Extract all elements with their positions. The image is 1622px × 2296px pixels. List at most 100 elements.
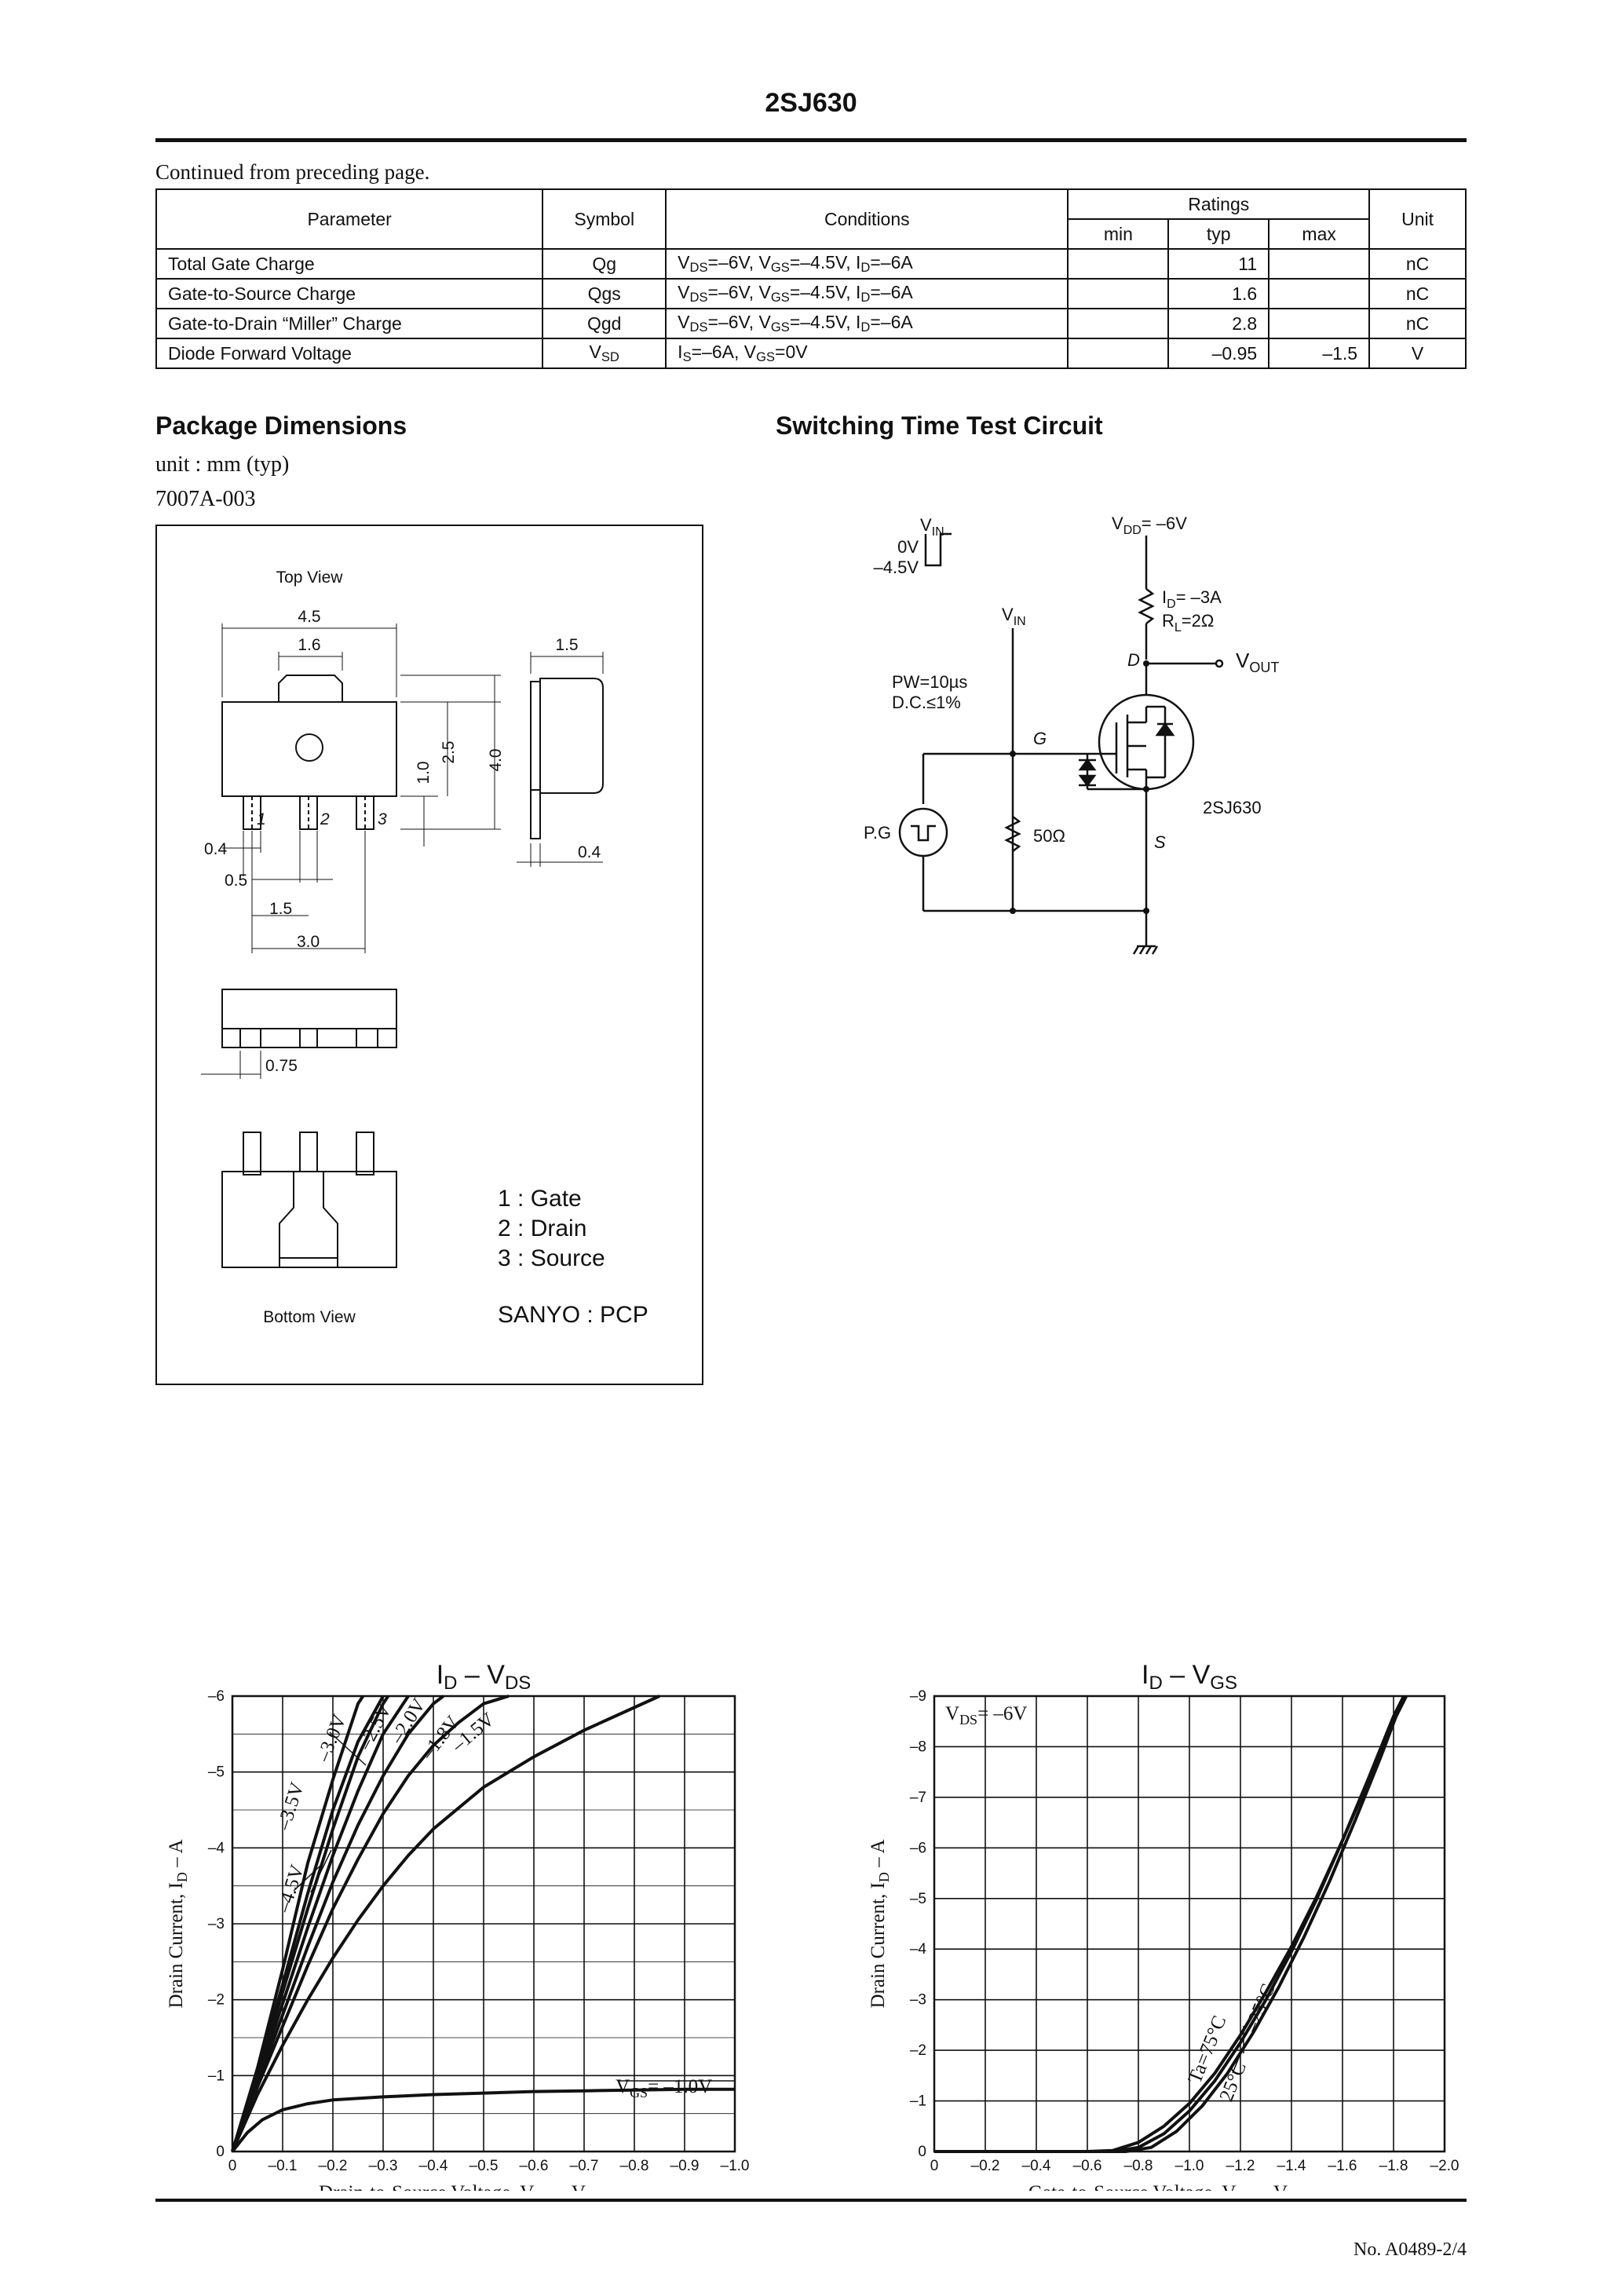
cell-typ: 11 xyxy=(1167,248,1270,280)
cell-unit: nC xyxy=(1368,248,1467,280)
x-tick-label: –1.8 xyxy=(1379,2158,1408,2174)
dim-0-4-side: 0.4 xyxy=(578,843,601,861)
leader-line xyxy=(1232,2046,1244,2074)
y-tick-label: –5 xyxy=(910,1891,926,1907)
x-tick-label: –0.4 xyxy=(419,2158,448,2174)
x-tick-label: –1.0 xyxy=(721,2158,750,2174)
vneg-label: –4.5V xyxy=(874,558,919,577)
pin-num-1: 1 xyxy=(257,810,266,828)
series-line-3 xyxy=(231,1695,410,2152)
x-tick-label: –0.5 xyxy=(469,2158,499,2174)
package-maker: SANYO : PCP xyxy=(498,1302,648,1328)
bottom-view-label: Bottom View xyxy=(263,1308,356,1326)
x-tick-label: –0.6 xyxy=(1073,2158,1102,2174)
x-tick-label: –1.2 xyxy=(1226,2158,1255,2174)
y-tick-label: 0 xyxy=(216,2144,225,2160)
x-tick-label: –1.4 xyxy=(1277,2158,1306,2174)
cell-min xyxy=(1067,338,1170,369)
svg-text:ID= –3A: ID= –3A xyxy=(1162,587,1222,611)
dim-1-6: 1.6 xyxy=(298,636,320,654)
series-line-0 xyxy=(934,1695,1408,2153)
switching-circuit-title: Switching Time Test Circuit xyxy=(776,411,1103,440)
svg-text:RL=2Ω: RL=2Ω xyxy=(1162,611,1214,634)
dim-3-0: 3.0 xyxy=(297,933,320,951)
switching-test-circuit: VIN 0V –4.5V VDD= –6V VIN ID= –3A RL=2Ω … xyxy=(864,514,1279,955)
cell-max: –1.5 xyxy=(1268,338,1371,369)
col-ratings: Ratings xyxy=(1067,188,1371,220)
source-label: S xyxy=(1154,832,1166,852)
package-code: 7007A-003 xyxy=(155,487,256,511)
series-line-7 xyxy=(231,2087,735,2153)
y-tick-label: 0 xyxy=(918,2144,926,2160)
electrical-characteristics-table: Parameter Symbol Conditions Ratings Unit… xyxy=(155,188,1467,369)
cell-unit: V xyxy=(1368,338,1467,369)
series-label: –25°C xyxy=(1240,1981,1279,2037)
x-tick-label: –0.8 xyxy=(620,2158,649,2174)
series-line-6 xyxy=(231,1695,660,2152)
chart-annotation: VDS= –6V xyxy=(945,1703,1027,1727)
header-rule xyxy=(155,138,1467,142)
pin-num-3: 3 xyxy=(378,810,387,828)
y-tick-label: –8 xyxy=(910,1738,926,1755)
svg-text:VOUT: VOUT xyxy=(1236,649,1279,675)
y-tick-label: –4 xyxy=(910,1941,927,1958)
series-line-2 xyxy=(934,1695,1405,2153)
svg-text:VIN: VIN xyxy=(1002,605,1026,628)
y-tick-label: –7 xyxy=(910,1790,926,1806)
cell-typ: 2.8 xyxy=(1167,308,1270,339)
cell-parameter: Total Gate Charge xyxy=(155,248,544,280)
x-tick-label: –0.6 xyxy=(520,2158,549,2174)
series-label: VGS= –1.0V xyxy=(616,2076,712,2100)
cell-conditions: IS=–6A, VGS=0V xyxy=(665,338,1069,369)
cell-min xyxy=(1067,248,1170,280)
cell-min xyxy=(1067,308,1170,339)
col-max: max xyxy=(1268,218,1371,250)
rl-resistor xyxy=(1138,588,1155,624)
ground-icon xyxy=(1132,945,1159,955)
footer-rule xyxy=(155,2199,1467,2202)
cell-parameter: Diode Forward Voltage xyxy=(155,338,544,369)
x-axis-label: Drain-to-Source Voltage, VDS – V xyxy=(319,2182,586,2191)
y-tick-label: –4 xyxy=(208,1840,225,1856)
cell-symbol: Qg xyxy=(542,248,667,280)
x-tick-label: 0 xyxy=(930,2158,939,2174)
series-line-2 xyxy=(231,1695,390,2152)
dim-0-4: 0.4 xyxy=(204,840,228,858)
package-drawing: Top View 4.5 1.6 1.5 2.5 4.0 1.0 0.4 0.5… xyxy=(155,525,703,1385)
cell-max xyxy=(1268,308,1371,339)
y-tick-label: –3 xyxy=(208,1916,225,1932)
continued-note: Continued from preceding page. xyxy=(155,160,430,184)
pin-source-label: 3 : Source xyxy=(498,1245,605,1271)
plot-frame xyxy=(933,1695,1446,2153)
drain-label: D xyxy=(1127,650,1140,670)
dim-1-0: 1.0 xyxy=(415,761,433,784)
r50-resistor xyxy=(1004,816,1021,852)
series-leader-lines xyxy=(1232,2026,1244,2074)
cell-unit: nC xyxy=(1368,308,1467,339)
series-line-5 xyxy=(231,1695,510,2152)
x-tick-label: –0.1 xyxy=(269,2158,298,2174)
cell-parameter: Gate-to-Source Charge xyxy=(155,278,544,309)
pin-num-2: 2 xyxy=(320,810,330,828)
dim-0-5: 0.5 xyxy=(225,872,247,890)
x-tick-label: –0.8 xyxy=(1124,2158,1153,2174)
top-view-label: Top View xyxy=(276,569,344,587)
x-tick-label: –0.3 xyxy=(369,2158,398,2174)
y-tick-label: –5 xyxy=(208,1764,225,1781)
device-label: 2SJ630 xyxy=(1203,798,1262,817)
leader-line xyxy=(293,1865,321,1892)
cell-conditions: VDS=–6V, VGS=–4.5V, ID=–6A xyxy=(665,278,1069,309)
col-typ: typ xyxy=(1167,218,1270,250)
chart-title: ID – VDS xyxy=(437,1660,532,1694)
gate-label: G xyxy=(1033,729,1047,748)
pw-label: PW=10µs xyxy=(892,672,967,692)
cell-conditions: VDS=–6V, VGS=–4.5V, ID=–6A xyxy=(665,248,1069,280)
dim-0-75: 0.75 xyxy=(265,1057,298,1075)
x-tick-label: –1.0 xyxy=(1175,2158,1204,2174)
y-tick-label: –1 xyxy=(208,2067,225,2084)
x-tick-label: –2.0 xyxy=(1430,2158,1459,2174)
cell-symbol: VSD xyxy=(542,338,667,369)
v0-label: 0V xyxy=(897,537,919,557)
series-line-1 xyxy=(934,1695,1405,2153)
